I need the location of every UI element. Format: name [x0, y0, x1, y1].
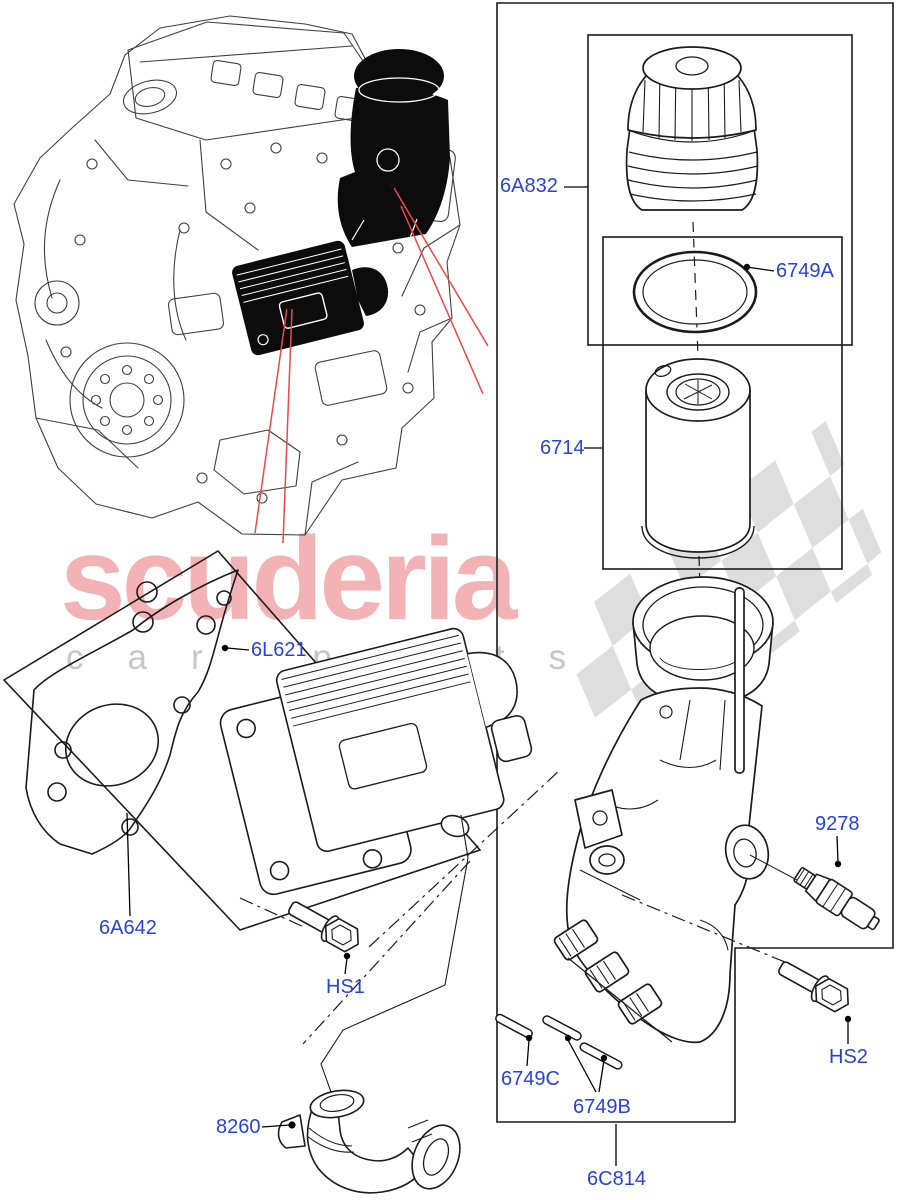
part-drawing-filter-housing [553, 576, 774, 1044]
part-drawing-filter-cap [625, 46, 759, 211]
leader-dots [221, 263, 852, 1129]
fastening-axis-lines [239, 769, 798, 1045]
part-drawing-o-ring [629, 247, 761, 337]
part-label-8260[interactable]: 8260 [216, 1116, 261, 1138]
part-label-hs2[interactable]: HS2 [829, 1046, 868, 1068]
seal-6749B-2 [579, 1042, 623, 1070]
part-label-6l621[interactable]: 6L621 [251, 639, 307, 661]
callout-origin-dot [285, 303, 293, 311]
part-drawing-seals [495, 1013, 623, 1070]
callout-origin-dot [388, 182, 396, 190]
housing-assembly-box [496, 2, 894, 1123]
part-label-6749c[interactable]: 6749C [501, 1068, 560, 1090]
bolt-hs2 [773, 953, 856, 1018]
bolt-hs1 [283, 893, 366, 958]
seal-6749C [495, 1013, 533, 1039]
part-label-6c814[interactable]: 6C814 [587, 1168, 646, 1190]
engine-oil-cooler-highlight [232, 240, 389, 356]
part-label-6749a[interactable]: 6749A [776, 260, 834, 282]
hose-connection-leader [320, 814, 469, 1093]
part-drawing-filter-element [641, 358, 755, 559]
part-label-6a832[interactable]: 6A832 [500, 175, 558, 197]
filter-box [602, 236, 843, 570]
part-drawing-oil-cooler [219, 627, 533, 896]
part-drawing-hose [277, 1089, 461, 1194]
part-label-9278[interactable]: 9278 [815, 813, 860, 835]
part-label-6749b[interactable]: 6749B [573, 1096, 631, 1118]
part-drawing-gasket [25, 569, 239, 855]
label-leader-lines [126, 186, 849, 1166]
part-drawing-pressure-sensor [793, 867, 880, 931]
red-callout-lines [254, 187, 489, 544]
part-label-6a642[interactable]: 6A642 [99, 917, 157, 939]
part-label-hs1[interactable]: HS1 [326, 976, 365, 998]
cap-box [587, 34, 853, 346]
seal-6749B-1 [542, 1015, 582, 1041]
watermark-brand-text: scuderia [60, 513, 517, 645]
part-label-6714[interactable]: 6714 [540, 437, 585, 459]
sensor-axis-line [749, 854, 798, 881]
engine-filter-housing-highlight [337, 49, 450, 247]
